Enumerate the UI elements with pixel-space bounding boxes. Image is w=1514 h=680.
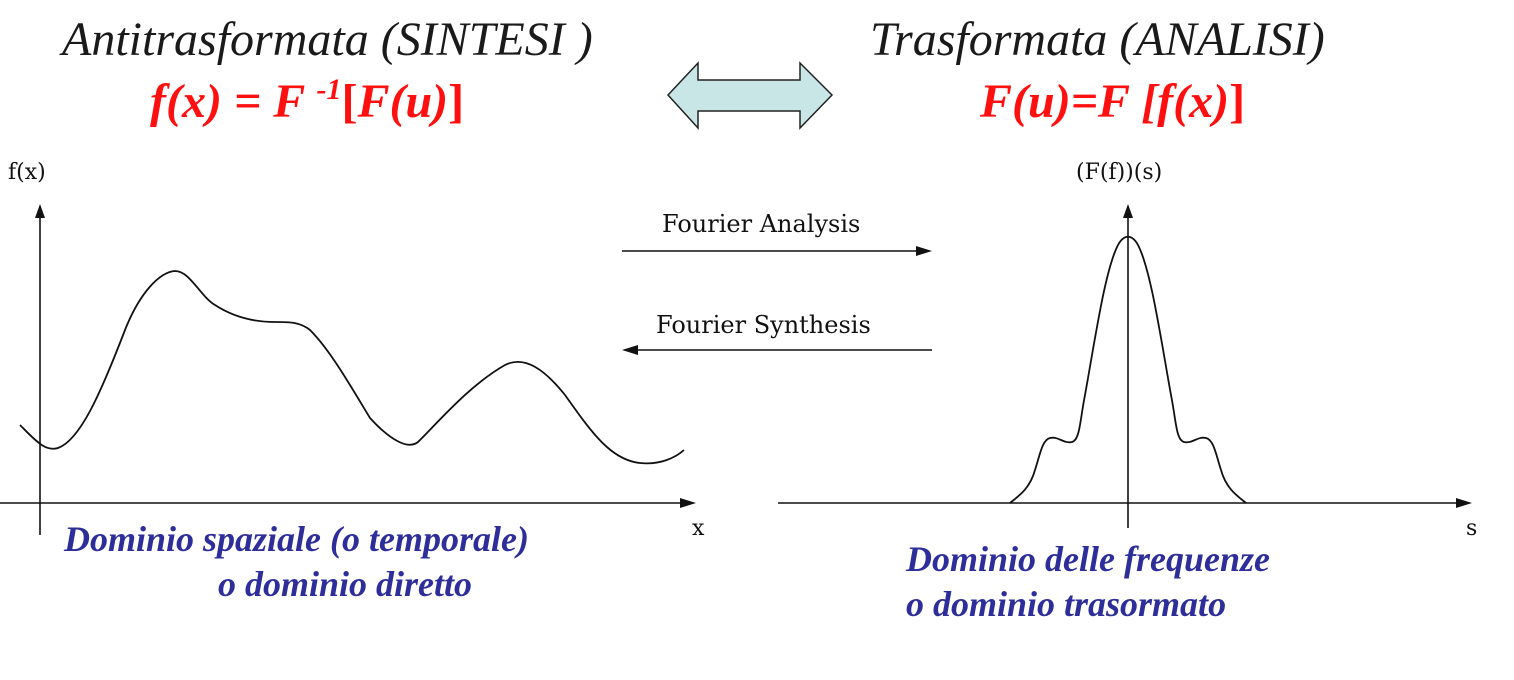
fourier-synthesis-label: Fourier Synthesis — [656, 311, 871, 339]
right-x-arrowhead — [1456, 498, 1472, 508]
formula-left-sup: -1 — [316, 73, 342, 106]
left-caption-line1: Dominio spaziale (o temporale) — [64, 519, 529, 559]
formula-right-part-a: F(u) — [980, 75, 1071, 128]
formula-right-part-c: f(x) — [1157, 75, 1230, 128]
left-x-label: x — [692, 516, 705, 541]
formula-left-part-b: [ — [341, 75, 358, 128]
right-caption-line1: Dominio delle frequenze — [906, 539, 1270, 579]
formula-left: f(x) = F -1[F(u)] — [150, 74, 464, 129]
title-left: Antitrasformata (SINTESI ) — [62, 13, 593, 66]
formula-right: F(u)=F [f(x)] — [980, 74, 1245, 129]
formula-left-part-d: ] — [448, 75, 465, 128]
formula-left-part-c: F(u) — [357, 75, 449, 128]
double-arrow-icon — [666, 61, 834, 130]
left-y-label: f(x) — [8, 160, 46, 185]
synthesis-arrowhead — [622, 345, 638, 355]
fourier-analysis-label: Fourier Analysis — [662, 210, 861, 238]
formula-right-part-d: ] — [1229, 75, 1246, 128]
right-y-arrowhead — [1123, 204, 1133, 218]
title-right: Trasformata (ANALISI) — [870, 13, 1325, 66]
right-y-label: (F(f))(s) — [1076, 160, 1163, 185]
formula-right-part-b: =F [ — [1070, 75, 1158, 128]
formula-left-part-a: f(x) = F — [150, 75, 317, 128]
left-x-arrowhead — [680, 498, 696, 508]
signal-curve — [19, 270, 685, 465]
spectrum-curve — [1009, 235, 1247, 504]
left-y-arrowhead — [35, 204, 45, 218]
right-caption-line2: o dominio trasormato — [906, 584, 1227, 624]
analysis-arrowhead — [916, 246, 932, 256]
left-caption-line2: o dominio diretto — [218, 564, 473, 604]
right-x-label: s — [1466, 516, 1478, 541]
